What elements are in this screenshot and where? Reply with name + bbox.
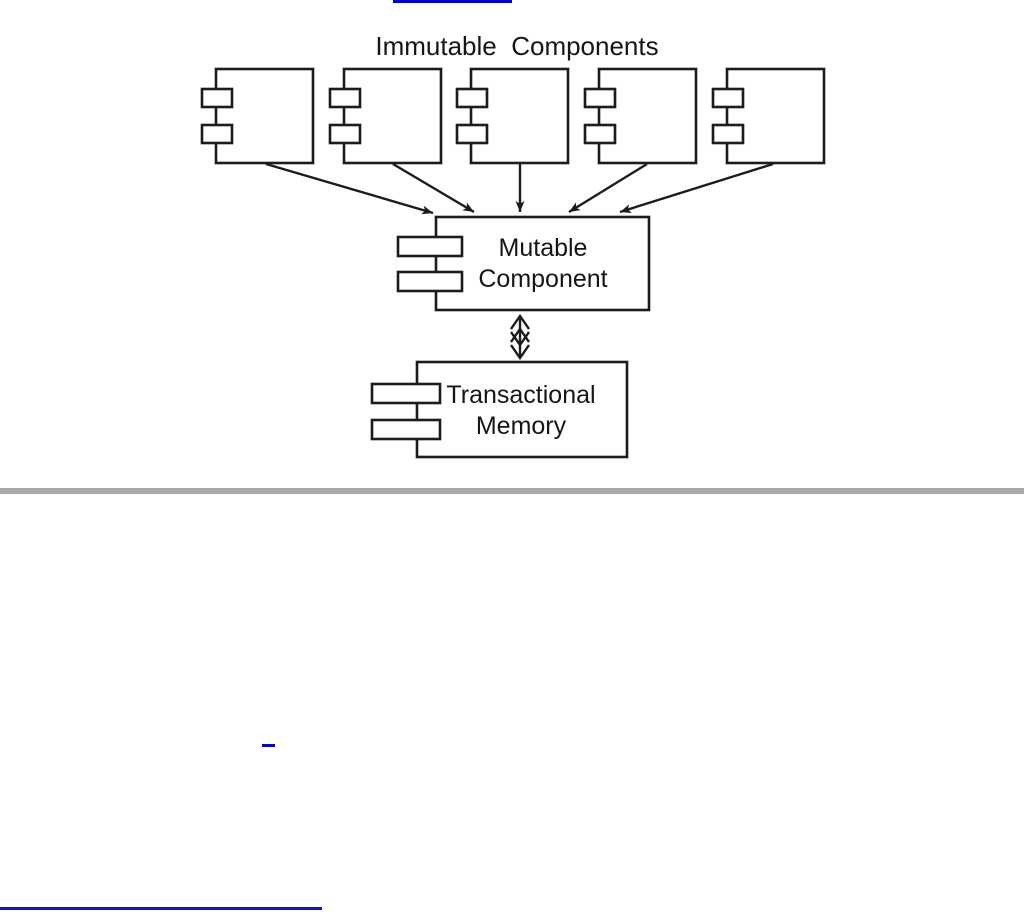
inline-link-underscore[interactable] [262,744,275,747]
double-arrow [510,313,530,361]
dependency-arrows [265,162,774,215]
mutable-component: Mutable Component [396,215,651,312]
section-divider [0,488,1024,494]
footnote-rule [0,907,322,910]
diagram-title: Immutable Components [375,31,658,61]
mutable-component-label-line2: Component [478,265,607,293]
immutable-component-5 [711,67,826,165]
transactional-memory-component: Transactional Memory [370,360,629,459]
top-link-underline[interactable] [393,0,512,3]
uml-component-diagram: Immutable Components Mutable [200,31,826,459]
immutable-component-3 [455,67,570,165]
mutable-component-label-line1: Mutable [499,234,588,262]
transactional-memory-label-line2: Memory [476,412,567,440]
immutable-component-1 [200,67,315,165]
immutable-component-4 [583,67,698,165]
transactional-memory-label-line1: Transactional [446,381,595,409]
immutable-component-2 [328,67,443,165]
